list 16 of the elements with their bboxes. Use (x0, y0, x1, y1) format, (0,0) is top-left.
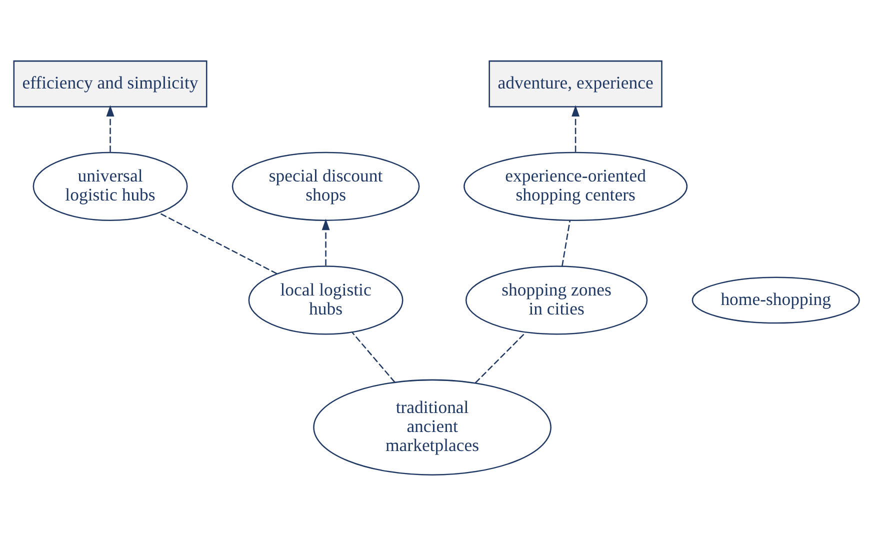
connector (352, 332, 396, 382)
connector (474, 332, 526, 383)
node-ellipse: local logistic hubs (248, 265, 404, 334)
connector (158, 212, 278, 274)
node-ellipse: traditional ancient marketplaces (313, 378, 552, 476)
arrow (322, 218, 330, 266)
node-ellipse: experience-oriented shopping centers (464, 151, 688, 220)
node-box: adventure, experience (488, 60, 662, 107)
node-ellipse: home-shopping (692, 276, 860, 324)
arrow (106, 104, 114, 152)
node-ellipse: universal logistic hubs (32, 151, 188, 220)
connector (562, 220, 571, 266)
node-box: efficiency and simplicity (13, 60, 208, 107)
node-ellipse: shopping zones in cities (465, 265, 648, 334)
node-ellipse: special discount shops (232, 151, 420, 220)
arrow (572, 104, 580, 152)
